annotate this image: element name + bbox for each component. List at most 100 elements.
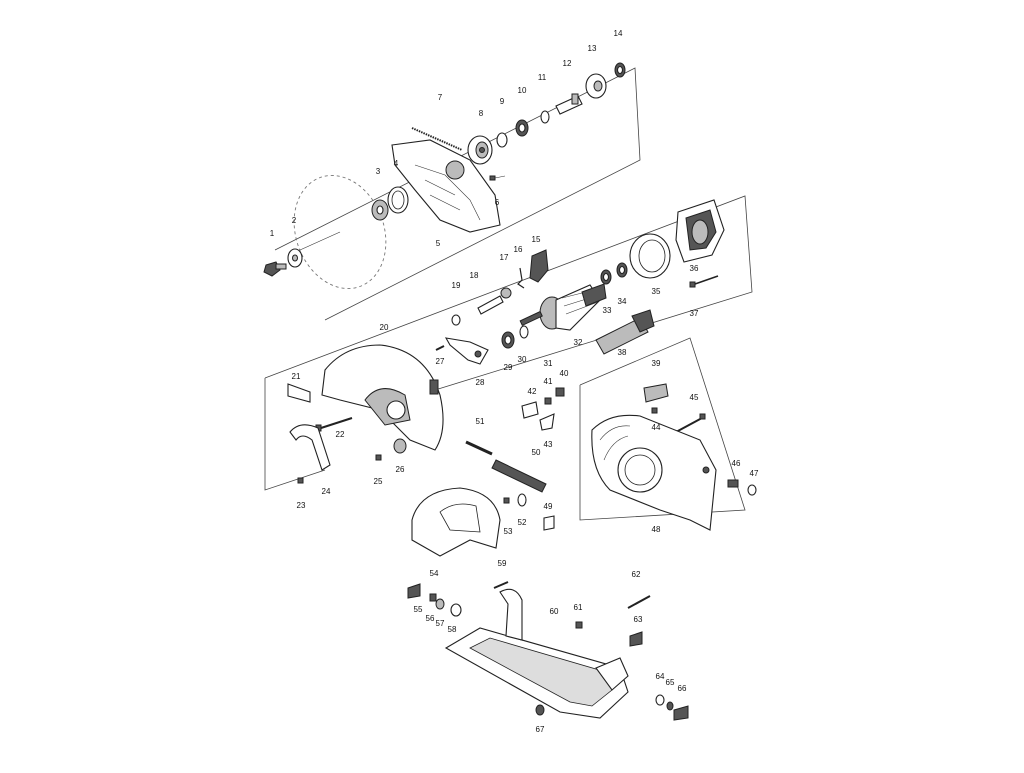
callout-55: 55	[414, 605, 423, 614]
part-23-screw	[297, 477, 304, 484]
part-12-spindle	[555, 93, 583, 115]
callout-48: 48	[652, 525, 661, 534]
part-22-bolt	[315, 417, 353, 432]
callout-11: 11	[538, 73, 547, 82]
part-47-nut	[747, 484, 757, 496]
frame-housing-group	[579, 337, 746, 521]
callout-40: 40	[560, 369, 569, 378]
callout-54: 54	[430, 569, 439, 578]
callout-21: 21	[292, 372, 301, 381]
callout-53: 53	[504, 527, 513, 536]
callout-64: 64	[656, 672, 665, 681]
part-43-terminal	[539, 413, 555, 431]
part-30-washer	[519, 325, 529, 339]
part-50-cord	[491, 459, 547, 493]
part-19-retaining-ring	[451, 314, 461, 326]
part-41-strain-relief	[544, 397, 552, 405]
callout-44: 44	[652, 423, 661, 432]
callout-43: 43	[544, 440, 553, 449]
part-46-cord-guard	[727, 479, 739, 488]
part-29-ball-bearing	[501, 331, 515, 349]
part-57-washer	[435, 598, 445, 610]
callout-41: 41	[544, 377, 553, 386]
part-42-cord-clamp	[521, 401, 539, 419]
callout-12: 12	[563, 59, 572, 68]
part-4-retaining-ring	[387, 186, 409, 214]
part-13-helical-gear	[585, 73, 607, 99]
part-20-blade-case	[321, 344, 444, 451]
callout-50: 50	[532, 448, 541, 457]
callout-23: 23	[297, 501, 306, 510]
callout-24: 24	[322, 487, 331, 496]
part-66-wing-nut	[673, 705, 689, 721]
part-25-screw	[375, 454, 382, 461]
part-37-screw	[689, 275, 719, 288]
callout-3: 3	[376, 167, 381, 176]
callout-38: 38	[618, 348, 627, 357]
callout-8: 8	[479, 109, 484, 118]
callout-45: 45	[690, 393, 699, 402]
part-18-pin	[477, 295, 504, 315]
callout-1: 1	[270, 229, 275, 238]
callout-49: 49	[544, 502, 553, 511]
callout-13: 13	[588, 44, 597, 53]
callout-6: 6	[495, 198, 500, 207]
part-14-ball-bearing	[614, 62, 626, 78]
callout-10: 10	[518, 86, 527, 95]
part-40-switch	[555, 387, 565, 397]
part-3-inner-flange	[371, 199, 389, 221]
callout-33: 33	[603, 306, 612, 315]
part-26-bushing	[393, 438, 407, 454]
part-6-screw	[489, 175, 506, 181]
part-27-pin	[435, 345, 445, 351]
callout-28: 28	[476, 378, 485, 387]
callout-22: 22	[336, 430, 345, 439]
callout-14: 14	[614, 29, 623, 38]
callout-26: 26	[396, 465, 405, 474]
callout-17: 17	[500, 253, 509, 262]
part-39-label	[643, 383, 669, 403]
part-35-fan-baffle	[629, 233, 671, 279]
part-59-screw	[493, 581, 509, 589]
callout-2: 2	[292, 216, 297, 225]
part-53-screw	[503, 497, 510, 504]
callout-61: 61	[574, 603, 583, 612]
callout-65: 65	[666, 678, 675, 687]
callout-47: 47	[750, 469, 759, 478]
part-48-motor-housing	[591, 414, 717, 531]
part-1-hex-bolt	[263, 261, 287, 277]
callout-9: 9	[500, 97, 505, 106]
callout-39: 39	[652, 359, 661, 368]
callout-58: 58	[448, 625, 457, 634]
part-36-field-coil	[675, 199, 725, 263]
callout-37: 37	[690, 309, 699, 318]
part-24-lower-guard	[289, 424, 331, 471]
part-28-retainer-plate	[444, 337, 489, 365]
part-55-wing-bolt	[407, 583, 421, 599]
frame-motor-group	[264, 195, 753, 491]
part-63-wing-nut	[629, 631, 643, 647]
part-51-cord	[465, 440, 493, 456]
part-65-nut	[666, 701, 674, 711]
part-38-brush-holder	[595, 309, 655, 355]
callout-46: 46	[732, 459, 741, 468]
part-60-base	[444, 588, 629, 719]
callout-25: 25	[374, 477, 383, 486]
callout-31: 31	[544, 359, 553, 368]
callout-20: 20	[380, 323, 389, 332]
callout-51: 51	[476, 417, 485, 426]
part-34-ball-bearing	[616, 262, 628, 278]
callout-16: 16	[514, 245, 523, 254]
callout-4: 4	[394, 159, 399, 168]
part-7-torsion-spring	[411, 127, 463, 151]
callout-56: 56	[426, 614, 435, 623]
callout-19: 19	[452, 281, 461, 290]
callout-42: 42	[528, 387, 537, 396]
callout-7: 7	[438, 93, 443, 102]
callout-35: 35	[652, 287, 661, 296]
callout-57: 57	[436, 619, 445, 628]
part-17-sleeve	[500, 287, 512, 299]
part-67-nut	[535, 704, 545, 716]
